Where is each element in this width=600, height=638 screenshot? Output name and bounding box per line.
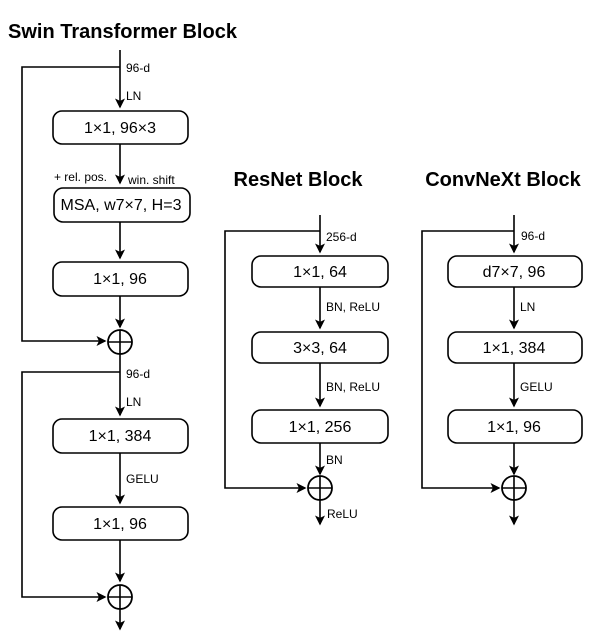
resnet-bn-relu1-label: BN, ReLU [326, 300, 380, 314]
swin-conv4-box [52, 506, 189, 541]
swin-title: Swin Transformer Block [8, 21, 238, 43]
convnext-dconv-box [447, 255, 583, 288]
resnet-conv3-box [251, 409, 389, 444]
swin-conv1-label: 1×1, 96×3 [84, 120, 156, 137]
swin-ln2-label: LN [126, 395, 141, 409]
swin-gelu-label: GELU [126, 472, 159, 486]
swin-skip-connection-2 [21, 371, 120, 602]
resnet-conv3-label: 1×1, 256 [289, 419, 352, 436]
swin-add2-plus-circle-icon [107, 584, 133, 610]
convnext-conv3-box [447, 409, 583, 444]
swin-win-shift-label: win. shift [127, 173, 175, 187]
swin-conv2-label: 1×1, 96 [93, 271, 147, 288]
swin-rel-pos-label: + rel. pos. [54, 170, 107, 184]
swin-block-diagram: Swin Transformer Block 96-d LN + rel. po… [8, 21, 238, 631]
swin-conv3-box [52, 418, 189, 454]
convnext-block-diagram: ConvNeXt Block 96-d LN GELU d7×7, 96 1×1… [421, 169, 583, 526]
swin-conv4-label: 1×1, 96 [93, 516, 147, 533]
convnext-conv3-label: 1×1, 96 [487, 419, 541, 436]
swin-conv2-box [52, 261, 189, 297]
resnet-conv1-label: 1×1, 64 [293, 264, 347, 281]
resnet-add-plus-circle-icon [307, 475, 333, 501]
resnet-conv1-box [251, 255, 389, 288]
convnext-ln-label: LN [520, 300, 535, 314]
convnext-title: ConvNeXt Block [425, 169, 581, 191]
resnet-bn-label: BN [326, 453, 343, 467]
resnet-skip-connection [224, 230, 320, 493]
convnext-conv2-box [447, 331, 583, 364]
swin-input-dim-label: 96-d [126, 61, 150, 75]
resnet-block-diagram: ResNet Block 256-d BN, ReLU BN, ReLU BN … [224, 169, 389, 526]
resnet-input-dim-label: 256-d [326, 230, 357, 244]
swin-msa-box [53, 187, 191, 223]
swin-skip-connection-1 [21, 66, 120, 346]
resnet-conv2-label: 3×3, 64 [293, 340, 347, 357]
swin-mid-dim-label: 96-d [126, 367, 150, 381]
swin-conv3-label: 1×1, 384 [89, 428, 152, 445]
swin-add1-plus-circle-icon [107, 329, 133, 355]
resnet-relu-out-label: ReLU [327, 507, 358, 521]
convnext-dconv-label: d7×7, 96 [483, 264, 546, 281]
convnext-skip-connection [421, 230, 514, 493]
swin-conv1-box [52, 110, 189, 145]
swin-msa-label: MSA, w7×7, H=3 [61, 197, 182, 214]
convnext-input-dim-label: 96-d [521, 229, 545, 243]
convnext-conv2-label: 1×1, 384 [483, 340, 546, 357]
convnext-gelu-label: GELU [520, 380, 553, 394]
swin-ln1-label: LN [126, 89, 141, 103]
resnet-bn-relu2-label: BN, ReLU [326, 380, 380, 394]
convnext-add-plus-circle-icon [501, 475, 527, 501]
resnet-title: ResNet Block [234, 169, 364, 191]
resnet-conv2-box [251, 331, 389, 364]
